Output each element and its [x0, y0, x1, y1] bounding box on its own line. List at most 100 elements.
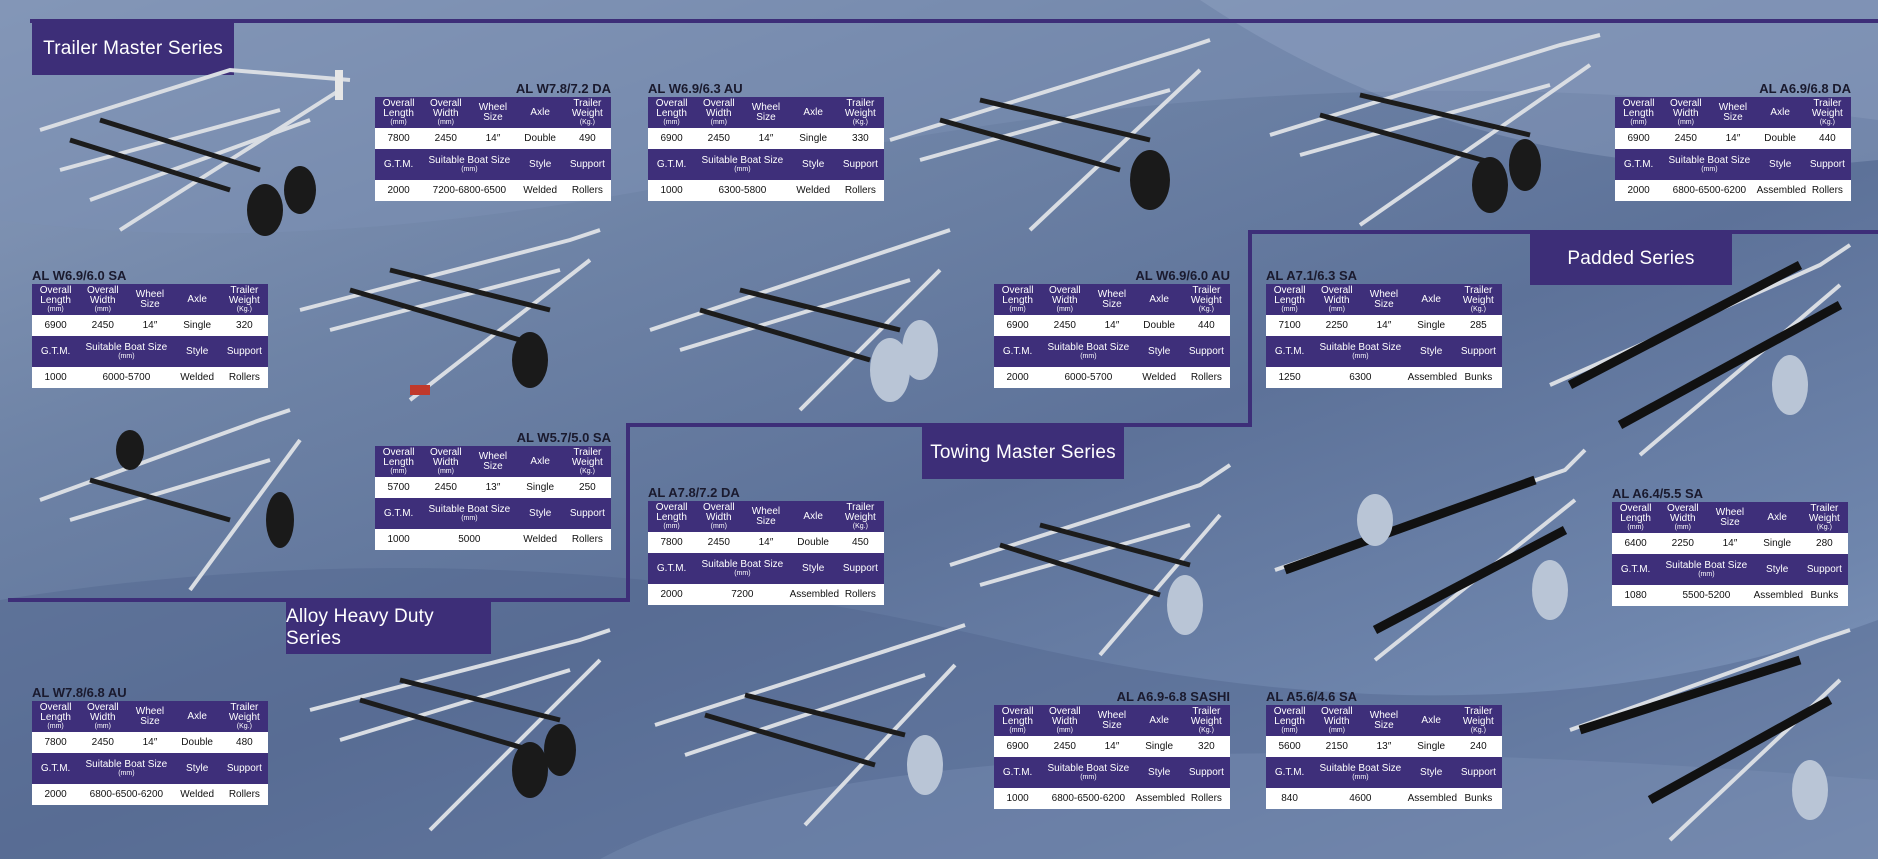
- value-style: Assembled: [789, 584, 839, 605]
- model-name: AL A7.8/7.2 DA: [648, 485, 740, 500]
- spec-table: Overall Length(mm) Overall Width(mm) Whe…: [648, 501, 884, 605]
- spec-card: AL W6.9/6.0 AU Overall Length(mm) Overal…: [994, 267, 1230, 388]
- header-style: Style: [173, 753, 221, 784]
- header-overall-length: Overall Length(mm): [648, 97, 696, 128]
- header-axle: Axle: [173, 284, 221, 315]
- header-overall-width: Overall Width(mm): [1313, 705, 1361, 736]
- header-boat-size: Suitable Boat Size(mm): [1313, 336, 1408, 367]
- value-wheel: 14″: [1709, 128, 1757, 149]
- value-support: Rollers: [220, 367, 268, 388]
- header-trailer-weight: Trailer Weight(Kg.): [563, 97, 611, 128]
- header-support: Support: [1803, 149, 1851, 180]
- header-wheel-size: Wheel Size: [1360, 705, 1408, 736]
- header-overall-length: Overall Length(mm): [1266, 284, 1314, 315]
- header-gtm: G.T.M.: [375, 498, 423, 529]
- value-weight: 320: [1182, 736, 1230, 757]
- header-boat-size: Suitable Boat Size(mm): [79, 336, 174, 367]
- value-boat-size: 6800-6500-6200: [1662, 180, 1757, 201]
- header-overall-length: Overall Length(mm): [1612, 502, 1660, 533]
- header-style: Style: [789, 553, 837, 584]
- value-gtm: 2000: [648, 584, 696, 605]
- spec-card: AL A6.9/6.8 DA Overall Length(mm) Overal…: [1615, 80, 1851, 201]
- value-wheel: 14″: [1088, 315, 1136, 336]
- header-gtm: G.T.M.: [32, 753, 80, 784]
- value-wheel: 14″: [1088, 736, 1136, 757]
- value-wheel: 13″: [1360, 736, 1408, 757]
- trailer-image: [1269, 33, 1601, 227]
- value-boat-size: 6300: [1313, 367, 1408, 388]
- header-support: Support: [563, 149, 611, 180]
- header-trailer-weight: Trailer Weight(Kg.): [1803, 97, 1851, 128]
- model-name: AL W6.9/6.0 AU: [1135, 268, 1230, 283]
- value-support: Rollers: [836, 584, 884, 605]
- model-name: AL A7.1/6.3 SA: [1266, 268, 1358, 283]
- value-length: 7800: [648, 532, 696, 553]
- value-support: Bunks: [1454, 788, 1502, 809]
- value-axle: Double: [1135, 315, 1183, 336]
- series-banner-alloy-heavy-duty: Alloy Heavy Duty Series: [286, 602, 491, 654]
- header-style: Style: [1753, 554, 1801, 585]
- value-support: Rollers: [220, 784, 268, 805]
- header-overall-length: Overall Length(mm): [1266, 705, 1314, 736]
- spec-card: AL W6.9/6.3 AU Overall Length(mm) Overal…: [648, 80, 884, 201]
- header-axle: Axle: [516, 446, 564, 477]
- header-axle: Axle: [1756, 97, 1804, 128]
- model-name: AL W6.9/6.3 AU: [648, 81, 743, 96]
- spec-table: Overall Length(mm) Overall Width(mm) Whe…: [32, 284, 268, 388]
- header-trailer-weight: Trailer Weight(Kg.): [1454, 705, 1502, 736]
- spec-card: AL W7.8/6.8 AU Overall Length(mm) Overal…: [32, 684, 268, 805]
- trailer-image: [39, 408, 302, 592]
- value-support: Rollers: [563, 529, 611, 550]
- value-width: 2250: [1313, 315, 1361, 336]
- header-trailer-weight: Trailer Weight(Kg.): [836, 97, 884, 128]
- value-weight: 320: [220, 315, 268, 336]
- header-wheel-size: Wheel Size: [126, 284, 174, 315]
- header-wheel-size: Wheel Size: [1088, 705, 1136, 736]
- value-width: 2450: [1041, 315, 1089, 336]
- value-axle: Single: [516, 477, 564, 498]
- header-boat-size: Suitable Boat Size(mm): [695, 149, 790, 180]
- header-overall-width: Overall Width(mm): [79, 701, 127, 732]
- value-weight: 440: [1182, 315, 1230, 336]
- value-weight: 250: [563, 477, 611, 498]
- header-overall-length: Overall Length(mm): [32, 284, 80, 315]
- header-boat-size: Suitable Boat Size(mm): [79, 753, 174, 784]
- model-name: AL A6.4/5.5 SA: [1612, 486, 1704, 501]
- value-width: 2450: [422, 128, 470, 149]
- value-wheel: 14″: [126, 315, 174, 336]
- value-support: Rollers: [836, 180, 884, 201]
- value-gtm: 1250: [1266, 367, 1314, 388]
- spec-table: Overall Length(mm) Overall Width(mm) Whe…: [375, 97, 611, 201]
- value-width: 2250: [1659, 533, 1707, 554]
- header-boat-size: Suitable Boat Size(mm): [422, 149, 517, 180]
- header-axle: Axle: [789, 501, 837, 532]
- header-overall-length: Overall Length(mm): [994, 284, 1042, 315]
- header-style: Style: [173, 336, 221, 367]
- value-axle: Double: [173, 732, 221, 753]
- header-style: Style: [1407, 336, 1455, 367]
- header-gtm: G.T.M.: [648, 149, 696, 180]
- value-axle: Double: [516, 128, 564, 149]
- value-width: 2450: [422, 477, 470, 498]
- header-style: Style: [1135, 336, 1183, 367]
- trailer-image: [949, 463, 1232, 657]
- header-trailer-weight: Trailer Weight(Kg.): [1454, 284, 1502, 315]
- header-overall-width: Overall Width(mm): [695, 97, 743, 128]
- spec-table: Overall Length(mm) Overall Width(mm) Whe…: [648, 97, 884, 201]
- value-wheel: 14″: [742, 128, 790, 149]
- spec-card: AL A7.1/6.3 SA Overall Length(mm) Overal…: [1266, 267, 1502, 388]
- value-boat-size: 4600: [1313, 788, 1408, 809]
- header-axle: Axle: [516, 97, 564, 128]
- value-length: 5600: [1266, 736, 1314, 757]
- value-style: Assembled: [1756, 180, 1806, 201]
- header-gtm: G.T.M.: [1266, 757, 1314, 788]
- spec-table: Overall Length(mm) Overall Width(mm) Whe…: [32, 701, 268, 805]
- value-weight: 330: [836, 128, 884, 149]
- header-wheel-size: Wheel Size: [742, 501, 790, 532]
- value-length: 6900: [1615, 128, 1663, 149]
- header-gtm: G.T.M.: [375, 149, 423, 180]
- spec-card: AL W5.7/5.0 SA Overall Length(mm) Overal…: [375, 429, 611, 550]
- header-overall-length: Overall Length(mm): [375, 446, 423, 477]
- value-boat-size: 5000: [422, 529, 517, 550]
- header-style: Style: [789, 149, 837, 180]
